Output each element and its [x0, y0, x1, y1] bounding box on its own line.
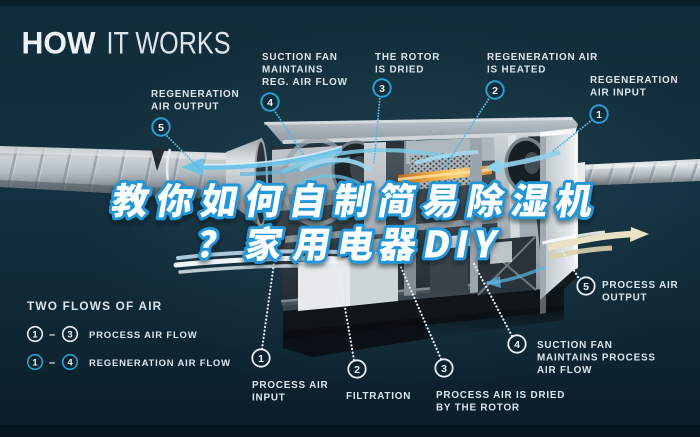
svg-text:SUCTION FAN: SUCTION FAN [262, 52, 338, 63]
svg-text:1: 1 [596, 109, 602, 121]
svg-text:3: 3 [67, 329, 72, 340]
svg-text:PROCESS AIR FLOW: PROCESS AIR FLOW [89, 330, 198, 341]
svg-text:4: 4 [67, 357, 73, 368]
svg-text:MAINTAINS: MAINTAINS [262, 65, 323, 76]
svg-text:SUCTION FAN: SUCTION FAN [537, 340, 613, 351]
svg-text:REG. AIR FLOW: REG. AIR FLOW [262, 77, 348, 88]
svg-text:3: 3 [379, 83, 385, 95]
svg-text:PROCESS AIR: PROCESS AIR [252, 380, 328, 391]
svg-text:PROCESS AIR IS DRIED: PROCESS AIR IS DRIED [436, 390, 565, 401]
svg-text:1: 1 [32, 357, 38, 368]
svg-text:–: – [49, 329, 55, 341]
svg-text:IS HEATED: IS HEATED [487, 65, 546, 76]
svg-text:PROCESS AIR: PROCESS AIR [602, 280, 678, 291]
svg-text:1: 1 [32, 329, 38, 340]
svg-text:REGENERATION: REGENERATION [590, 75, 678, 86]
svg-text:5: 5 [158, 122, 164, 134]
svg-text:AIR INPUT: AIR INPUT [590, 88, 647, 99]
svg-text:IT WORKS: IT WORKS [107, 25, 231, 61]
svg-text:REGENERATION AIR: REGENERATION AIR [487, 52, 598, 63]
svg-text:4: 4 [514, 339, 520, 351]
svg-text:HOW: HOW [22, 25, 96, 61]
svg-text:OUTPUT: OUTPUT [602, 293, 647, 304]
svg-text:BY THE ROTOR: BY THE ROTOR [436, 403, 520, 414]
svg-text:AIR FLOW: AIR FLOW [537, 365, 592, 376]
svg-text:INPUT: INPUT [252, 393, 286, 404]
svg-text:IS DRIED: IS DRIED [375, 65, 424, 76]
svg-text:REGENERATION: REGENERATION [151, 89, 239, 100]
svg-text:–: – [49, 357, 55, 369]
svg-text:AIR OUTPUT: AIR OUTPUT [151, 102, 219, 113]
svg-text:REGENERATION AIR FLOW: REGENERATION AIR FLOW [89, 358, 231, 369]
svg-text:FILTRATION: FILTRATION [346, 391, 411, 402]
svg-text:5: 5 [583, 281, 589, 293]
svg-text:2: 2 [492, 85, 498, 97]
svg-text:2: 2 [354, 364, 360, 376]
svg-text:1: 1 [258, 353, 264, 365]
svg-text:MAINTAINS PROCESS: MAINTAINS PROCESS [537, 353, 656, 364]
svg-text:3: 3 [441, 363, 447, 375]
svg-text:THE ROTOR: THE ROTOR [375, 52, 440, 63]
svg-text:TWO FLOWS OF AIR: TWO FLOWS OF AIR [27, 299, 162, 313]
svg-text:4: 4 [267, 97, 273, 109]
